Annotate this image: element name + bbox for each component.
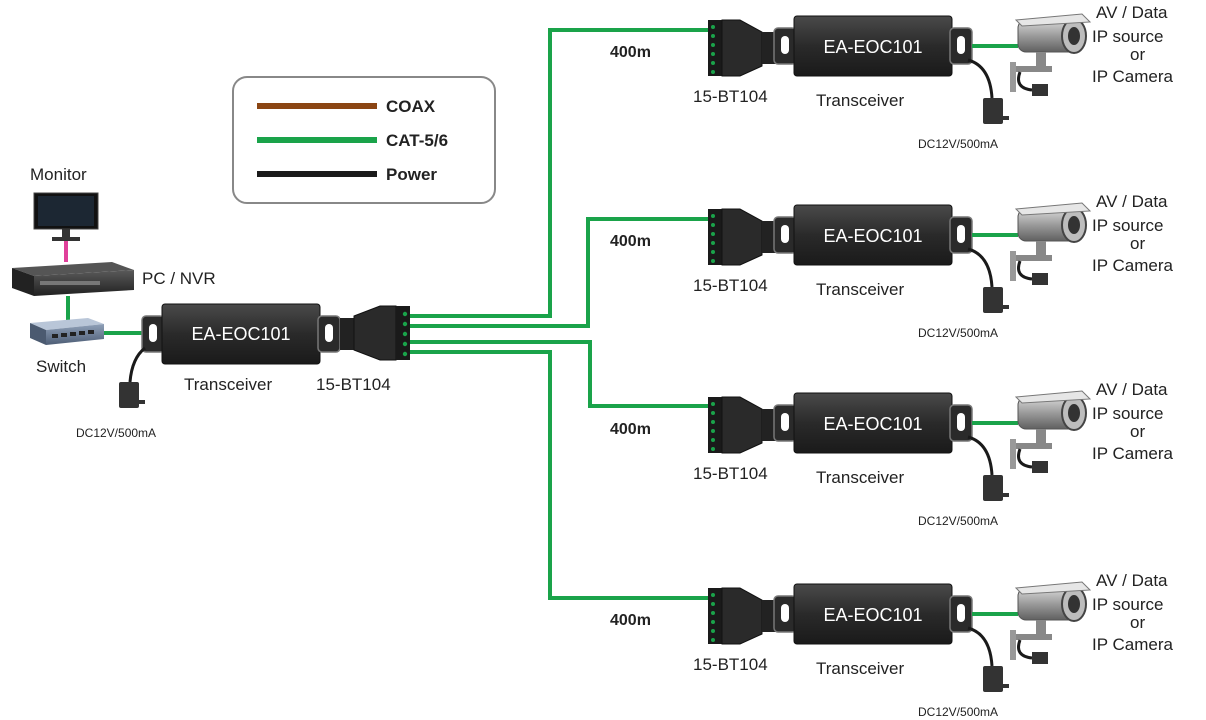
power-adapter-icon — [983, 666, 1009, 692]
remote-unit: 400m EA-EOC101 15-BT104 TransceiverDC12V/50… — [610, 380, 1173, 528]
remote-transceiver-label: Transceiver — [816, 468, 905, 487]
ip-camera-icon — [1010, 13, 1092, 96]
remote-transceiver: EA-EOC101 — [773, 15, 973, 77]
legend-cat-label: CAT-5/6 — [386, 131, 448, 150]
remote-balun — [708, 396, 776, 454]
switch-label: Switch — [36, 357, 86, 376]
monitor-icon — [33, 192, 99, 241]
remote-model-label: EA-EOC101 — [823, 414, 922, 434]
remote-transceiver-label: Transceiver — [816, 91, 905, 110]
legend: COAX CAT-5/6 Power — [232, 76, 496, 204]
power-adapter-icon — [983, 98, 1009, 124]
local-transceiver-label: Transceiver — [184, 375, 273, 394]
source-label-line3: or — [1130, 422, 1145, 441]
ip-camera-icon — [1010, 390, 1092, 473]
local-model-label: EA-EOC101 — [191, 324, 290, 344]
remote-model-label: EA-EOC101 — [823, 605, 922, 625]
source-label-line3: or — [1130, 613, 1145, 632]
ip-camera-icon — [1010, 202, 1092, 285]
local-balun-label: 15-BT104 — [316, 375, 391, 394]
power-adapter-icon — [983, 475, 1009, 501]
local-balun: 15-BT104 — [316, 305, 410, 394]
source-label-line3: or — [1130, 234, 1145, 253]
source-label-line4: IP Camera — [1092, 635, 1173, 654]
remote-balun-label: 15-BT104 — [693, 276, 768, 295]
remote-transceiver-label: Transceiver — [816, 280, 905, 299]
source-label-line2: IP source — [1092, 216, 1164, 235]
remote-balun — [708, 587, 776, 645]
remote-model-label: EA-EOC101 — [823, 37, 922, 57]
distance-label: 400m — [610, 233, 651, 250]
switch-icon — [30, 318, 104, 345]
source-label-line4: IP Camera — [1092, 444, 1173, 463]
monitor-label: Monitor — [30, 165, 87, 184]
source-label-line3: or — [1130, 45, 1145, 64]
source-label-line1: AV / Data — [1096, 380, 1168, 399]
power-adapter-icon — [983, 287, 1009, 313]
remote-transceiver: EA-EOC101 — [773, 392, 973, 454]
distance-label: 400m — [610, 421, 651, 438]
remote-balun-label: 15-BT104 — [693, 87, 768, 106]
remote-balun-label: 15-BT104 — [693, 464, 768, 483]
pc-nvr-label: PC / NVR — [142, 269, 216, 288]
remote-transceiver-label: Transceiver — [816, 659, 905, 678]
source-label-line2: IP source — [1092, 27, 1164, 46]
remote-balun — [708, 19, 776, 77]
nvr-icon — [12, 262, 134, 296]
source-label-line2: IP source — [1092, 404, 1164, 423]
source-label-line1: AV / Data — [1096, 3, 1168, 22]
local-transceiver: EA-EOC101 Transceiver DC12V/500mA — [76, 303, 341, 440]
source-label-line2: IP source — [1092, 595, 1164, 614]
remote-transceiver: EA-EOC101 — [773, 204, 973, 266]
remote-unit: 400m EA-EOC101 15-BT104 TransceiverDC12V/50… — [610, 3, 1173, 151]
remote-transceiver: EA-EOC101 — [773, 583, 973, 645]
local-equipment: Monitor PC / NVR — [12, 165, 216, 376]
distance-label: 400m — [610, 612, 651, 629]
source-label-line1: AV / Data — [1096, 571, 1168, 590]
power-adapter-icon — [119, 382, 145, 408]
source-label-line4: IP Camera — [1092, 67, 1173, 86]
legend-power-label: Power — [386, 165, 437, 184]
remote-model-label: EA-EOC101 — [823, 226, 922, 246]
remote-unit: 400m EA-EOC101 15-BT104 TransceiverDC12V/50… — [610, 192, 1173, 340]
remote-power-label: DC12V/500mA — [918, 514, 998, 528]
source-label-line1: AV / Data — [1096, 192, 1168, 211]
local-power-label: DC12V/500mA — [76, 426, 156, 440]
remote-balun — [708, 208, 776, 266]
source-label-line4: IP Camera — [1092, 256, 1173, 275]
remote-power-label: DC12V/500mA — [918, 705, 998, 719]
remote-power-label: DC12V/500mA — [918, 326, 998, 340]
cat-cables — [410, 28, 708, 600]
ip-camera-icon — [1010, 581, 1092, 664]
remote-unit: 400m EA-EOC101 15-BT104 TransceiverDC12V/50… — [610, 571, 1173, 719]
remote-balun-label: 15-BT104 — [693, 655, 768, 674]
legend-coax-label: COAX — [386, 97, 436, 116]
distance-label: 400m — [610, 44, 651, 61]
remote-power-label: DC12V/500mA — [918, 137, 998, 151]
